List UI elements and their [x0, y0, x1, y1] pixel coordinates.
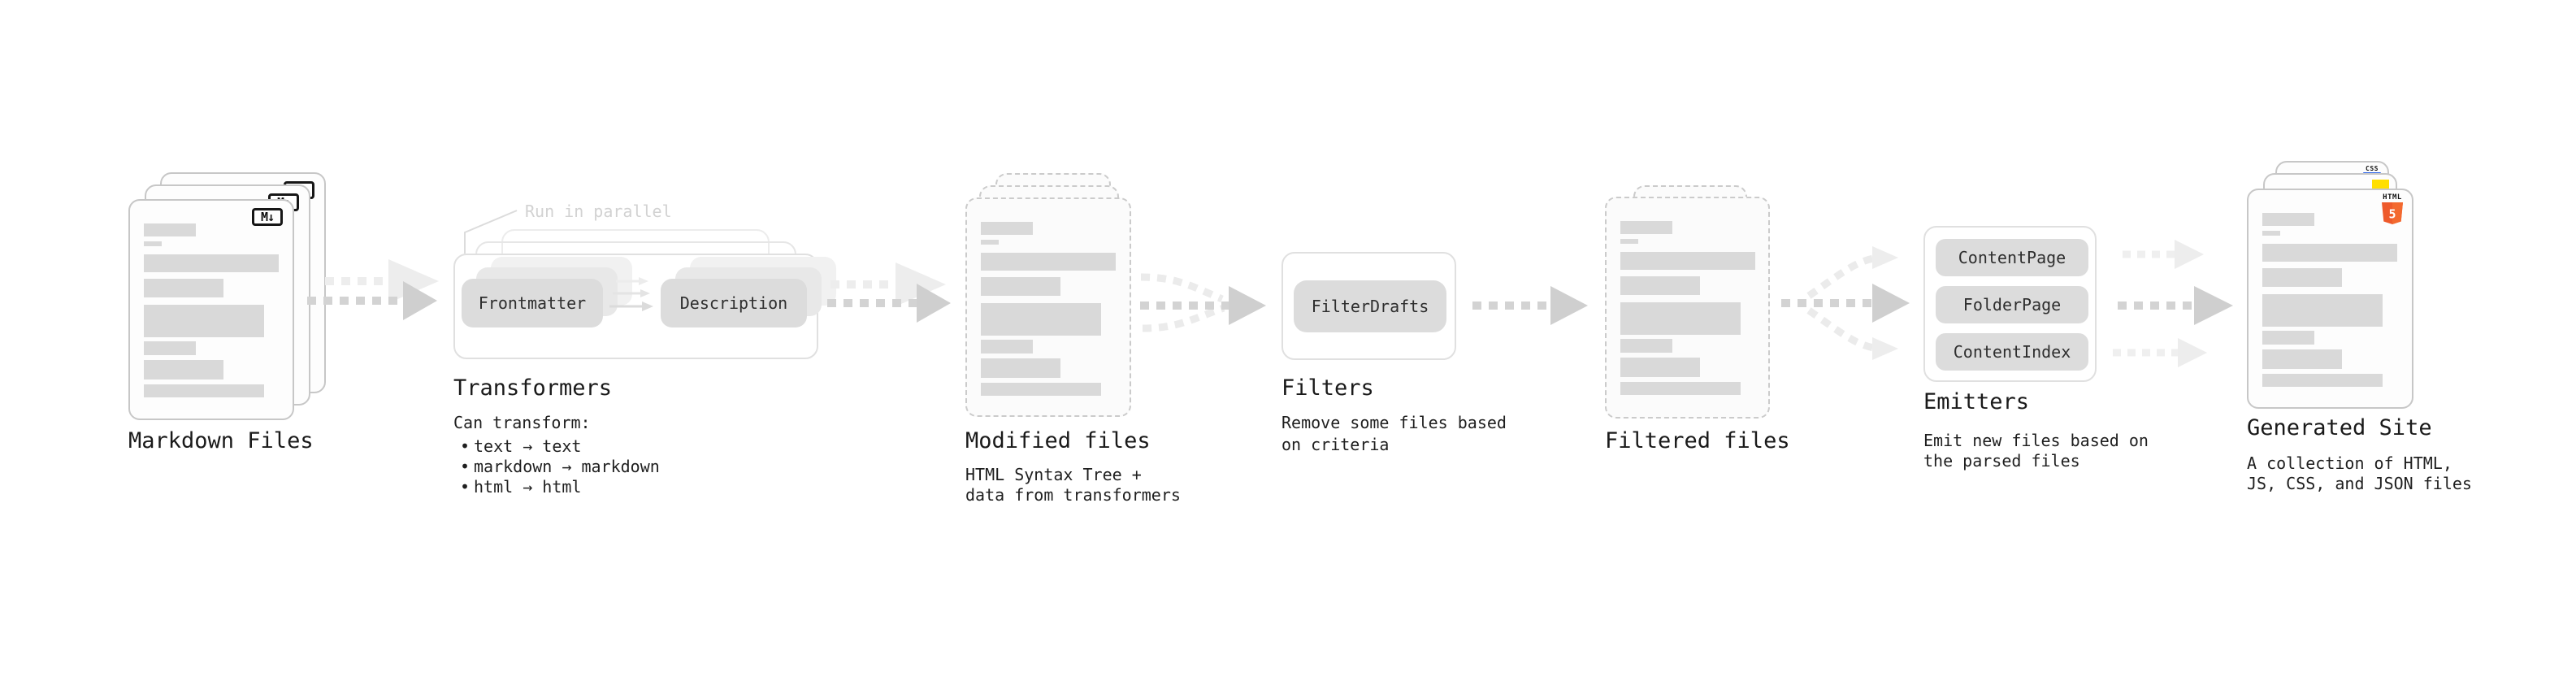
- text-line-bar: [2262, 244, 2397, 262]
- js-file-icon: [2372, 180, 2389, 189]
- generated-site-desc-2: JS, CSS, and JSON files: [2247, 474, 2472, 493]
- transformers-bullet-2: •markdown → markdown: [460, 457, 660, 477]
- doc-content-placeholder: [2262, 213, 2397, 387]
- arrow-filtered-to-emitters-split: [1781, 246, 1910, 360]
- text-line-bar: [1620, 358, 1700, 377]
- doc-content-placeholder: [144, 223, 279, 397]
- transformer-node-frontmatter: Frontmatter: [462, 279, 603, 327]
- modified-files-desc-2: data from transformers: [965, 485, 1181, 505]
- doc-content-placeholder: [1620, 221, 1755, 395]
- filters-desc-1: Remove some files based: [1281, 413, 1507, 432]
- markdown-files-stack: M↓ M↓ M↓: [128, 172, 340, 424]
- generated-site-stack: CSS HTML 5: [2247, 161, 2442, 413]
- text-line-bar: [981, 303, 1101, 336]
- filtered-file-card-front: [1605, 197, 1770, 419]
- transformers-bullet-1: •text → text: [460, 436, 581, 457]
- text-line-bar: [1620, 252, 1755, 270]
- modified-files-desc-1: HTML Syntax Tree +: [965, 465, 1142, 484]
- text-line-bar: [144, 241, 162, 246]
- text-line-bar: [981, 253, 1116, 271]
- bullet-text: text → text: [474, 436, 582, 456]
- text-line-bar: [981, 340, 1033, 354]
- emitter-node-contentpage: ContentPage: [1936, 239, 2088, 276]
- text-line-bar: [1620, 382, 1741, 395]
- filtered-files-label: Filtered files: [1605, 428, 1790, 453]
- text-line-bar: [144, 223, 196, 236]
- bullet-dot: •: [460, 457, 471, 476]
- text-line-bar: [2262, 213, 2314, 226]
- transformer-node-description: Description: [661, 279, 807, 327]
- emitters-label: Emitters: [1923, 389, 2030, 414]
- emitter-node-contentindex: ContentIndex: [1936, 333, 2088, 371]
- markdown-icon: M↓: [252, 208, 283, 226]
- arrow-filters-to-filtered: [1472, 286, 1588, 325]
- run-in-parallel-annotation: Run in parallel: [525, 202, 672, 221]
- modified-files-stack: [965, 173, 1152, 425]
- markdown-files-label: Markdown Files: [128, 428, 314, 453]
- markdown-file-card-front: M↓: [128, 199, 294, 420]
- text-line-bar: [981, 383, 1101, 396]
- transformers-desc-title: Can transform:: [453, 413, 591, 432]
- text-line-bar: [144, 305, 264, 337]
- text-line-bar: [1620, 221, 1672, 234]
- emitter-node-folderpage: FolderPage: [1936, 286, 2088, 323]
- emitters-desc-2: the parsed files: [1923, 451, 2080, 471]
- transformers-label: Transformers: [453, 375, 613, 401]
- text-line-bar: [981, 240, 999, 245]
- transformers-bullet-3: •html → html: [460, 477, 581, 497]
- bullet-dot: •: [460, 436, 471, 456]
- text-line-bar: [2262, 231, 2280, 236]
- text-line-bar: [144, 254, 279, 272]
- arrow-transformers-to-modified: [827, 262, 951, 323]
- arrow-modified-to-filters-merge: [1140, 273, 1266, 332]
- text-line-bar: [2262, 294, 2383, 327]
- filters-desc-2: on criteria: [1281, 435, 1390, 454]
- text-line-bar: [144, 341, 196, 355]
- html5-shield-icon: 5: [2382, 202, 2403, 224]
- text-line-bar: [1620, 339, 1672, 353]
- text-line-bar: [2262, 331, 2314, 345]
- text-line-bar: [2262, 374, 2383, 387]
- filters-panel: FilterDrafts: [1281, 252, 1456, 360]
- doc-content-placeholder: [981, 222, 1116, 396]
- text-line-bar: [144, 279, 223, 297]
- text-line-bar: [981, 277, 1060, 296]
- css-icon-label: CSS: [2366, 165, 2379, 172]
- emitters-desc-1: Emit new files based on: [1923, 431, 2149, 450]
- filtered-files-stack: [1605, 185, 1792, 429]
- bullet-dot: •: [460, 477, 471, 497]
- text-line-bar: [2262, 349, 2342, 369]
- text-line-bar: [981, 222, 1033, 235]
- modified-files-label: Modified files: [965, 428, 1151, 453]
- text-line-bar: [144, 384, 264, 397]
- html5-file-icon: HTML 5: [2380, 194, 2405, 225]
- generated-site-label: Generated Site: [2247, 415, 2432, 440]
- modified-file-card-front: [965, 197, 1131, 417]
- text-line-bar: [2262, 268, 2342, 287]
- emitters-panel: ContentPage FolderPage ContentIndex: [1923, 226, 2097, 382]
- generated-site-desc-1: A collection of HTML,: [2247, 453, 2452, 473]
- filter-node-filterdrafts: FilterDrafts: [1294, 280, 1446, 332]
- bullet-text: markdown → markdown: [474, 457, 660, 476]
- bullet-text: html → html: [474, 477, 582, 497]
- html5-icon-label: HTML: [2383, 193, 2402, 202]
- svg-text:5: 5: [2388, 207, 2396, 222]
- text-line-bar: [1620, 276, 1700, 295]
- arrows-emitters-to-generated: [2113, 240, 2233, 367]
- text-line-bar: [1620, 302, 1741, 335]
- text-line-bar: [1620, 239, 1638, 244]
- text-line-bar: [981, 358, 1060, 378]
- text-line-bar: [144, 360, 223, 380]
- generated-file-card-html: HTML 5: [2247, 189, 2413, 409]
- filters-label: Filters: [1281, 375, 1374, 401]
